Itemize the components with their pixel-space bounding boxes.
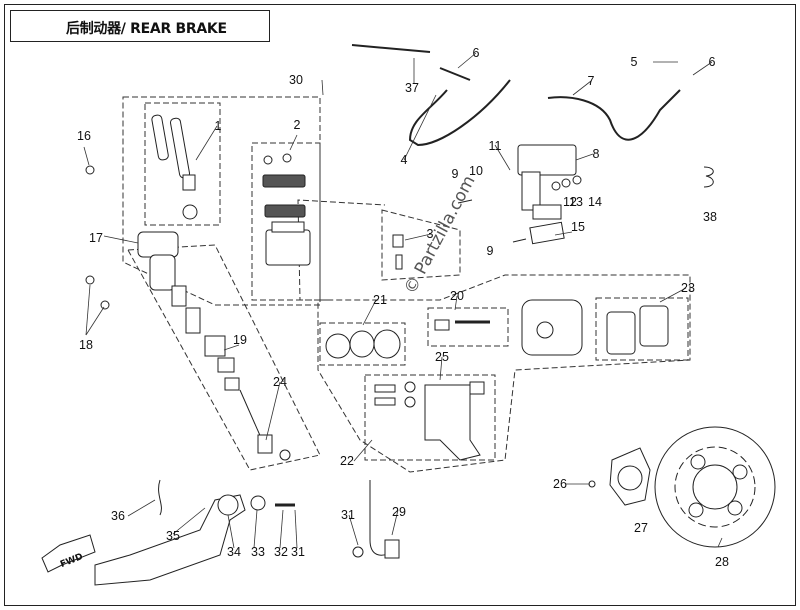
caliper-pin (434, 319, 490, 331)
caliper-body (521, 299, 669, 356)
brake-pads-group-outline (595, 297, 689, 361)
callout-30: 30 (289, 72, 303, 87)
callout-6: 6 (472, 45, 480, 60)
caliper-bracket (374, 381, 485, 461)
title-box (10, 10, 270, 42)
diagram-title: 后制动器/ REAR BRAKE (66, 21, 227, 37)
callout-22: 22 (340, 453, 354, 468)
callout-12: 12 (563, 194, 577, 209)
callout-11: 11 (488, 138, 502, 153)
callout-17: 17 (89, 230, 103, 245)
leader-lines (83, 52, 723, 549)
brake-rotor (654, 426, 776, 548)
callout-25: 25 (435, 349, 449, 364)
callout-28: 28 (715, 554, 729, 569)
part-21-group-outline (427, 307, 509, 347)
callout-23: 23 (681, 280, 695, 295)
callout-38: 38 (703, 209, 717, 224)
callout-20: 20 (450, 288, 464, 303)
callout-34: 34 (227, 544, 241, 559)
callout-7: 7 (587, 73, 595, 88)
callout-5: 5 (630, 54, 638, 69)
reservoir-group-outline (251, 142, 321, 301)
callout-14: 14 (588, 194, 602, 209)
caliper-group-outline (317, 274, 691, 473)
hub-adapter (588, 447, 651, 506)
callout-9: 9 (451, 166, 459, 181)
callout-3: 3 (426, 226, 434, 241)
callout-8: 8 (592, 146, 600, 161)
diagram-frame (4, 4, 796, 606)
callout-13: 13 (569, 194, 583, 209)
brake-sensor (352, 480, 400, 559)
callout-16: 16 (77, 128, 91, 143)
callout-24: 24 (273, 374, 287, 389)
callout-4: 4 (400, 152, 408, 167)
part-3-group-outline (381, 209, 461, 281)
bracket-cluster (457, 144, 582, 245)
brake-lines (351, 44, 681, 147)
callout-10: 10 (469, 163, 483, 178)
fwd-arrow (41, 534, 96, 573)
callout-15: 15 (571, 219, 585, 234)
bleeder-valve (392, 234, 404, 270)
callout-19: 19 (233, 332, 247, 347)
callout-1: 1 (214, 118, 222, 133)
master-cylinder-parts (85, 114, 291, 461)
callout-29: 29 (392, 504, 406, 519)
callout-37: 37 (405, 80, 419, 95)
callout-18: 18 (79, 337, 93, 352)
callout-31: 31 (341, 507, 355, 522)
caliper-bracket-group-outline (364, 374, 496, 461)
reservoir-parts (262, 153, 311, 266)
callout-6: 6 (708, 54, 716, 69)
master-cylinder-group-outline (122, 96, 321, 306)
part-1-group-outline (144, 102, 221, 226)
callout-9: 9 (486, 243, 494, 258)
group-outlines (122, 96, 691, 473)
callout-2: 2 (293, 117, 301, 132)
piston-seals (325, 329, 401, 359)
callout-27: 27 (634, 520, 648, 535)
callout-35: 35 (166, 528, 180, 543)
callout-36: 36 (111, 508, 125, 523)
callout-31: 31 (291, 544, 305, 559)
callout-21: 21 (373, 292, 387, 307)
part-38-spring (703, 166, 714, 188)
brake-pedal (94, 479, 295, 586)
bracket-dashed-link (297, 199, 386, 301)
callout-33: 33 (251, 544, 265, 559)
pushrod-group-outline (127, 244, 321, 471)
callout-26: 26 (553, 476, 567, 491)
callout-32: 32 (274, 544, 288, 559)
